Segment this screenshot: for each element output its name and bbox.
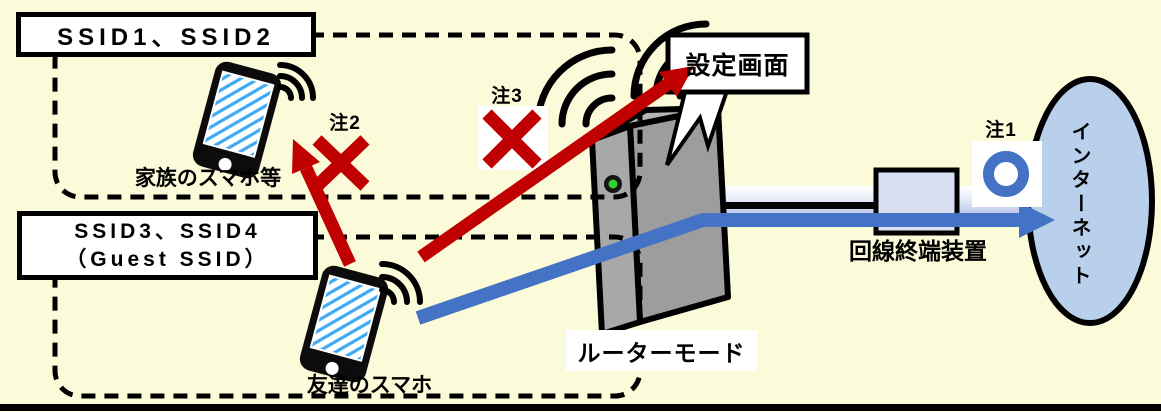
line-terminal-label: 回線終端装置: [849, 238, 987, 264]
settings-callout-label: 設定画面: [685, 51, 790, 80]
home-button-icon: [218, 157, 232, 171]
friend-phone-wifi-icon: [379, 261, 423, 305]
blocked-arrow-to-settings: [417, 66, 694, 263]
settings-callout-box: [665, 32, 810, 95]
note1-box: [972, 141, 1042, 207]
ssid-box-1: SSID1、SSID2: [16, 12, 316, 57]
bottom-border-bar: [0, 404, 1161, 411]
ssid-box-1-label: SSID1、SSID2: [57, 24, 275, 51]
friend-smartphone: [299, 265, 389, 383]
x-mark-note3-icon: [482, 109, 542, 169]
ssid-zone-1-border: [52, 32, 643, 200]
note3-label: 注3: [491, 85, 523, 107]
allowed-ring-icon: [983, 151, 1029, 197]
ssid-box-2-line1: SSID3、SSID4: [74, 220, 261, 244]
ssid-zone-2-border: [52, 234, 643, 399]
ssid-box-2-line2: （Guest SSID）: [65, 247, 270, 271]
family-smartphone: [192, 61, 282, 179]
ssid-box-2: SSID3、SSID4 （Guest SSID）: [17, 211, 318, 280]
internet-label: インターネット: [1068, 121, 1090, 289]
home-button-icon: [325, 361, 339, 375]
note1-label: 注1: [985, 119, 1017, 141]
x-mark-note2-icon: [312, 135, 370, 191]
router-wifi-left-icon: [534, 46, 616, 128]
family-phone-label: 家族のスマホ等: [134, 167, 282, 190]
green-led-icon: [608, 179, 618, 189]
router-mode-label: ルーターモード: [566, 330, 757, 371]
blocked-arrow-to-family: [292, 139, 356, 267]
family-phone-wifi-icon: [277, 62, 316, 101]
friend-phone-label: 友達のスマホ: [306, 374, 433, 397]
note2-label: 注2: [329, 112, 361, 134]
cable-line: [716, 202, 878, 209]
internet-access-arrow: [415, 202, 1055, 325]
